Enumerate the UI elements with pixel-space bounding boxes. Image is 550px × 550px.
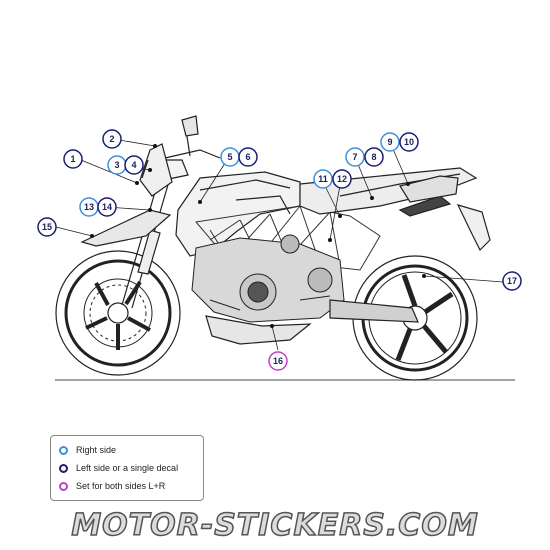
callout-1: 1 bbox=[63, 149, 83, 169]
svg-text:16: 16 bbox=[273, 356, 283, 366]
callout-15: 15 bbox=[37, 217, 57, 237]
svg-text:6: 6 bbox=[245, 152, 250, 162]
callout-13: 13 bbox=[79, 197, 99, 217]
front-wheel bbox=[55, 250, 181, 376]
svg-text:4: 4 bbox=[131, 160, 136, 170]
engine bbox=[191, 234, 345, 323]
callout-2: 2 bbox=[102, 129, 122, 149]
svg-text:14: 14 bbox=[102, 202, 112, 212]
svg-text:7: 7 bbox=[352, 152, 357, 162]
svg-text:5: 5 bbox=[227, 152, 232, 162]
svg-text:11: 11 bbox=[318, 174, 328, 184]
right-side-marker-icon bbox=[59, 445, 68, 455]
watermark: MOTOR-STICKERS.COM bbox=[71, 507, 479, 544]
svg-text:13: 13 bbox=[84, 202, 94, 212]
svg-text:8: 8 bbox=[371, 152, 376, 162]
legend-label: Set for both sides L+R bbox=[76, 481, 166, 491]
handlebar bbox=[164, 115, 221, 159]
svg-text:12: 12 bbox=[337, 174, 347, 184]
callout-7: 7 bbox=[345, 147, 365, 167]
svg-text:10: 10 bbox=[404, 137, 414, 147]
callout-6: 6 bbox=[238, 147, 258, 167]
both-sides-marker-icon bbox=[59, 481, 68, 491]
svg-text:9: 9 bbox=[387, 137, 392, 147]
callout-8: 8 bbox=[364, 147, 384, 167]
legend-label: Right side bbox=[76, 445, 117, 455]
callout-3: 3 bbox=[107, 155, 127, 175]
callout-10: 10 bbox=[399, 132, 419, 152]
svg-text:17: 17 bbox=[507, 276, 517, 286]
legend-item-both-sides: Set for both sides L+R bbox=[59, 478, 165, 494]
swingarm bbox=[329, 299, 419, 323]
callout-11: 11 bbox=[313, 169, 333, 189]
callout-5: 5 bbox=[220, 147, 240, 167]
left-side-marker-icon bbox=[59, 463, 68, 473]
callout-9: 9 bbox=[380, 132, 400, 152]
svg-text:2: 2 bbox=[109, 134, 114, 144]
legend-label: Left side or a single decal bbox=[76, 463, 179, 473]
svg-text:1: 1 bbox=[70, 154, 75, 164]
svg-text:3: 3 bbox=[114, 160, 119, 170]
callout-12: 12 bbox=[332, 169, 352, 189]
legend: Right side Left side or a single decal S… bbox=[50, 435, 204, 501]
legend-item-right-side: Right side bbox=[59, 442, 116, 458]
callout-17: 17 bbox=[502, 271, 522, 291]
callout-14: 14 bbox=[97, 197, 117, 217]
leader-dots bbox=[90, 144, 426, 328]
callout-16: 16 bbox=[268, 351, 288, 371]
exhaust bbox=[399, 175, 459, 203]
legend-item-left-side: Left side or a single decal bbox=[59, 460, 178, 476]
belly-pan bbox=[205, 315, 312, 345]
svg-text:15: 15 bbox=[42, 222, 52, 232]
callout-4: 4 bbox=[124, 155, 144, 175]
front-fender bbox=[80, 209, 172, 247]
